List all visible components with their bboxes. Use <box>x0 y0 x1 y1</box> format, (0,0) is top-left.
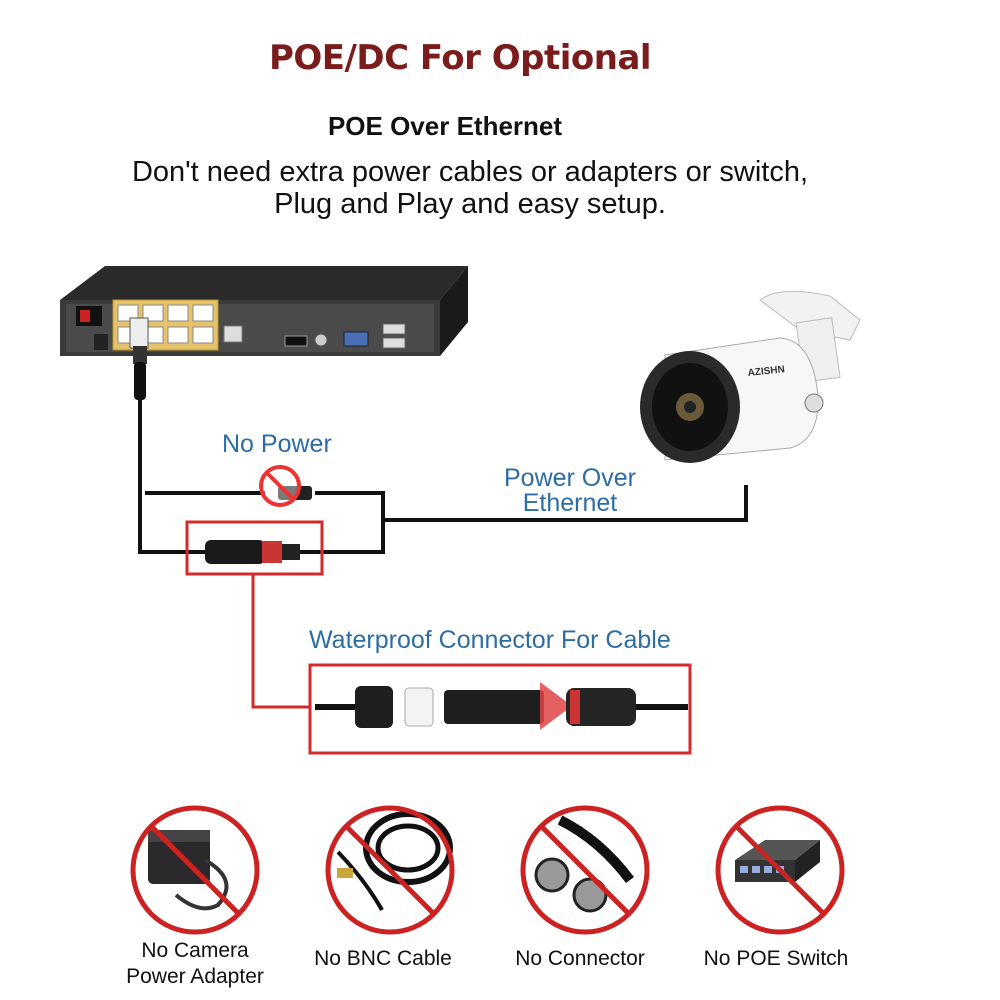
caption-no-connector: No Connector <box>515 947 645 970</box>
rj45-plug <box>129 317 149 400</box>
description: Don't need extra power cables or adapter… <box>0 156 940 220</box>
no-poe-switch-icon <box>715 805 845 935</box>
no-power-icon <box>259 465 301 507</box>
poe-label: Power Over Ethernet <box>490 466 650 516</box>
caption-line-1: No Camera <box>141 939 249 962</box>
waterproof-label: Waterproof Connector For Cable <box>309 626 671 654</box>
caption-no-poe-switch: No POE Switch <box>703 947 849 970</box>
caption-no-camera-adapter: No Camera Power Adapter <box>95 938 295 990</box>
caption-line-2: Power Adapter <box>126 965 264 988</box>
poe-label-line-1: Power Over <box>504 464 636 492</box>
dc-plug <box>278 486 312 500</box>
waterproof-connector <box>315 682 688 730</box>
page-title: POE/DC For Optional <box>268 38 652 78</box>
caption-no-bnc-cable: No BNC Cable <box>314 947 452 970</box>
description-line-1: Don't need extra power cables or adapter… <box>131 156 809 188</box>
no-connector-icon <box>520 805 650 935</box>
callout-line <box>251 574 310 709</box>
waterproof-highlight-box <box>308 663 692 755</box>
poe-label-line-2: Ethernet <box>522 489 618 517</box>
description-line-2: Plug and Play and easy setup. <box>274 188 666 220</box>
camera-brand: AZISHN <box>747 364 785 379</box>
bullet-camera <box>640 290 861 463</box>
no-adapter-icon <box>130 805 260 935</box>
no-power-label: No Power <box>222 430 332 458</box>
no-bnc-cable-icon <box>325 805 455 935</box>
inline-connector <box>205 540 300 564</box>
nvr-recorder <box>60 266 468 356</box>
page-subtitle: POE Over Ethernet <box>327 111 563 141</box>
